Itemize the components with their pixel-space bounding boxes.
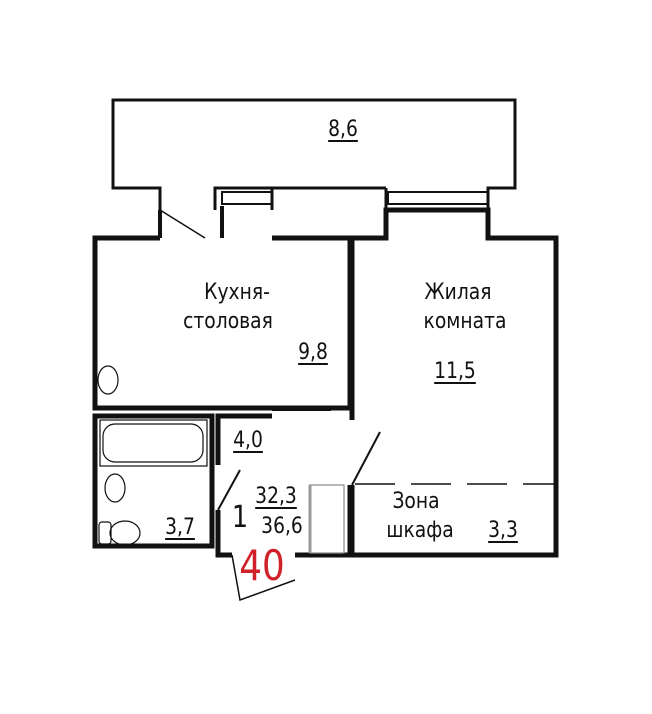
wardrobe-area: 3,3 — [488, 518, 518, 543]
living-area: 11,5 — [434, 359, 476, 384]
handwritten-note: 40 — [239, 541, 285, 590]
living-label-2: комната — [423, 309, 507, 334]
wardrobe-label-2: шкафа — [386, 518, 454, 543]
living-label-1: Жилая — [424, 280, 492, 305]
kitchen-label-1: Кухня- — [204, 280, 270, 305]
living-walls — [352, 207, 559, 558]
kitchen-walls — [92, 235, 353, 411]
bathroom-area: 3,7 — [165, 515, 195, 540]
hall-walls — [215, 413, 272, 465]
kitchen-label-2: столовая — [183, 309, 273, 334]
balcony-area: 8,6 — [328, 117, 358, 142]
living-area-total: 32,3 — [255, 484, 297, 509]
balcony-outline — [111, 98, 517, 210]
total-area: 36,6 — [261, 514, 303, 539]
rooms-count: 1 — [231, 500, 249, 535]
hall-area: 4,0 — [233, 428, 263, 453]
kitchen-area: 9,8 — [298, 340, 328, 365]
bathroom-walls — [92, 413, 215, 549]
wardrobe-label-1: Зона — [392, 489, 440, 514]
